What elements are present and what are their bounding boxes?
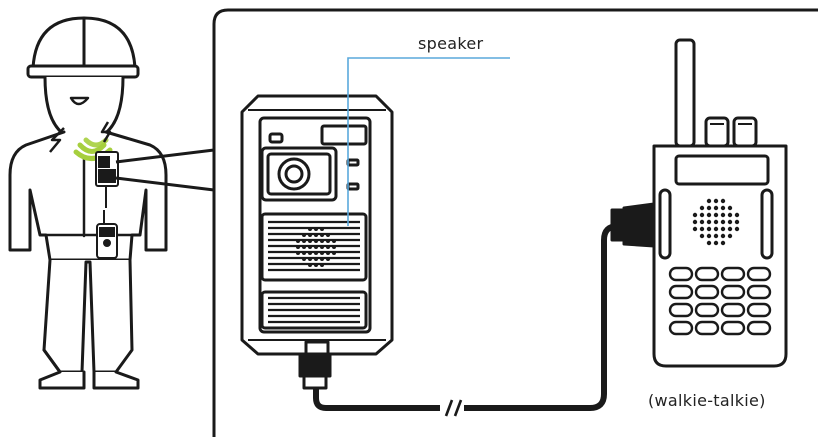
legs [42, 258, 134, 374]
cable-break-icon [440, 398, 464, 418]
head [43, 75, 125, 142]
detail-frame [212, 8, 818, 437]
walkie-keypad [668, 266, 772, 336]
mouth [69, 96, 90, 106]
speaker-label: speaker [418, 34, 484, 53]
cable [313, 223, 624, 411]
body-camera-speaker [240, 94, 394, 390]
speaker-leader-line [347, 57, 510, 226]
speaker-holes [296, 227, 336, 267]
walkie-speaker-holes [692, 198, 740, 246]
worker-figure [8, 16, 168, 390]
belt-walkie [96, 210, 118, 259]
bottom-vent [268, 296, 360, 324]
chest-device [95, 151, 119, 208]
transmit-bolt-icon [49, 121, 112, 153]
speaker-grille [268, 220, 360, 272]
callout-lines [115, 148, 215, 192]
walkie-talkie-label: (walkie-talkie) [648, 391, 766, 410]
